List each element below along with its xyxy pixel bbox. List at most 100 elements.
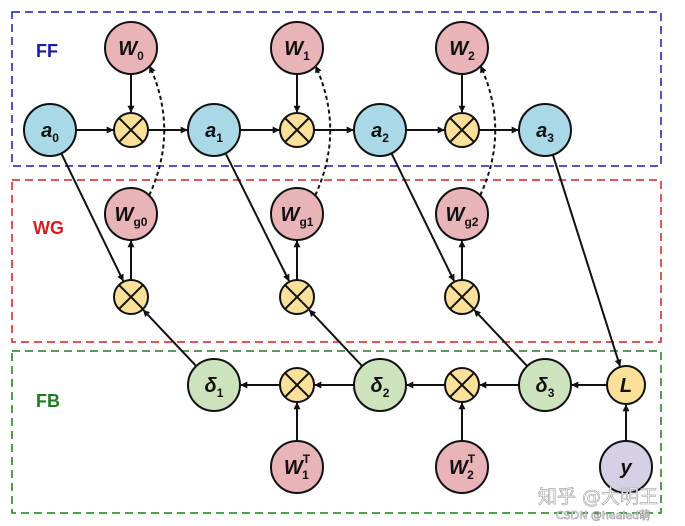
multiply-operator-node — [444, 112, 480, 148]
node-a3: a3 — [518, 103, 572, 157]
node-L: L — [606, 365, 646, 405]
node-a1: a1 — [187, 103, 241, 157]
node-label-main: L — [620, 375, 632, 397]
node-circle-a0 — [23, 103, 77, 157]
node-label-w0: W0 — [118, 38, 144, 63]
multiply-icon — [284, 284, 310, 310]
edge-d2-to-og1 — [308, 309, 363, 367]
node-label-superscript: T — [468, 452, 476, 466]
node-w2t: WT 2 — [435, 440, 489, 494]
node-label-main: W — [118, 38, 139, 60]
node-label-main: δ — [371, 375, 384, 397]
node-label-main: W — [284, 457, 305, 479]
multiply-icon — [449, 284, 475, 310]
node-wg1: Wg1 — [270, 187, 324, 241]
fb-section-label: FB — [36, 391, 60, 411]
node-a0: a0 — [23, 103, 77, 157]
multiply-icon — [284, 117, 310, 143]
node-w2: W2 — [435, 21, 489, 75]
node-label-subscript: 2 — [467, 468, 474, 482]
node-wg0: Wg0 — [104, 187, 158, 241]
node-w0: W0 — [104, 21, 158, 75]
node-label-wg2: Wg2 — [446, 204, 479, 229]
node-label-w1: W1 — [284, 38, 310, 63]
node-label-main: W — [281, 204, 302, 226]
node-d3: δ3 — [518, 358, 572, 412]
node-label-subscript: 1 — [302, 468, 309, 482]
edges — [60, 65, 630, 441]
node-label-main: W — [284, 38, 305, 60]
node-label-subscript: 3 — [548, 386, 555, 400]
node-label-wg0: Wg0 — [115, 204, 148, 229]
node-d1: δ1 — [187, 358, 241, 412]
section-labels: FF WG FB — [33, 41, 64, 411]
node-label-d3: δ3 — [536, 375, 555, 400]
multiply-icon — [449, 117, 475, 143]
node-circle-w2 — [435, 21, 489, 75]
node-label-superscript: T — [303, 452, 311, 466]
node-label-subscript: g1 — [299, 215, 313, 229]
wg-section-box — [11, 179, 662, 343]
node-label-main: δ — [205, 375, 218, 397]
section-boxes — [11, 11, 662, 514]
node-circle-wg0 — [104, 187, 158, 241]
node-label-subscript: 1 — [216, 131, 223, 145]
node-label-a1: a1 — [205, 120, 223, 145]
watermark: 知乎 @大明王 CSDN @healed萌 — [538, 486, 659, 523]
node-wg2: Wg2 — [435, 187, 489, 241]
node-label-main: W — [449, 457, 470, 479]
multiply-icon — [118, 117, 144, 143]
watermark-main-text: 知乎 @大明王 — [538, 486, 658, 508]
node-label-main: a — [205, 120, 216, 142]
node-circle-a2 — [353, 103, 407, 157]
node-label-subscript: 2 — [382, 131, 389, 145]
node-label-d1: δ1 — [205, 375, 224, 400]
node-label-main: W — [115, 204, 136, 226]
node-y: y — [599, 440, 653, 494]
node-label-main: a — [371, 120, 382, 142]
multiply-operator-node — [279, 367, 315, 403]
node-label-subscript: 2 — [468, 49, 475, 63]
node-label-w2: W2 — [449, 38, 475, 63]
node-label-subscript: 3 — [547, 131, 554, 145]
node-label-subscript: 1 — [303, 49, 310, 63]
node-label-main: a — [536, 120, 547, 142]
node-circle-wg2 — [435, 187, 489, 241]
multiply-operator-node — [279, 279, 315, 315]
node-label-main: y — [619, 457, 632, 479]
node-label-subscript: 0 — [137, 49, 144, 63]
node-label-main: W — [449, 38, 470, 60]
ff-section-box — [11, 11, 662, 167]
multiply-operator-node — [279, 112, 315, 148]
multiply-operator-node — [113, 279, 149, 315]
node-w1t: WT 1 — [270, 440, 324, 494]
node-circle-w2t — [435, 440, 489, 494]
node-label-L: L — [620, 375, 632, 397]
node-label-d2: δ2 — [371, 375, 390, 400]
node-circle-y — [599, 440, 653, 494]
node-label-a3: a3 — [536, 120, 554, 145]
node-label-main: δ — [536, 375, 549, 397]
node-label-main: W — [446, 204, 467, 226]
node-d2: δ2 — [353, 358, 407, 412]
update-edge-wg2-to-w2 — [479, 65, 497, 196]
node-label-subscript: g0 — [133, 215, 147, 229]
node-circle-d3 — [518, 358, 572, 412]
multiply-operator-node — [444, 367, 480, 403]
ff-section-label: FF — [36, 41, 58, 61]
edge-a1-to-og1 — [224, 152, 290, 282]
update-edge-wg0-to-w0 — [148, 65, 166, 196]
node-circle-d2 — [353, 358, 407, 412]
multiply-icon — [449, 372, 475, 398]
node-circle-w1 — [270, 21, 324, 75]
wg-section-label: WG — [33, 218, 64, 238]
node-circle-L — [606, 365, 646, 405]
node-a2: a2 — [353, 103, 407, 157]
node-label-wg1: Wg1 — [281, 204, 314, 229]
node-w1: W1 — [270, 21, 324, 75]
fb-section-box — [11, 350, 662, 514]
node-label-a0: a0 — [41, 120, 59, 145]
node-label-subscript: 1 — [217, 386, 224, 400]
multiply-icon — [118, 284, 144, 310]
multiply-operator-node — [113, 112, 149, 148]
